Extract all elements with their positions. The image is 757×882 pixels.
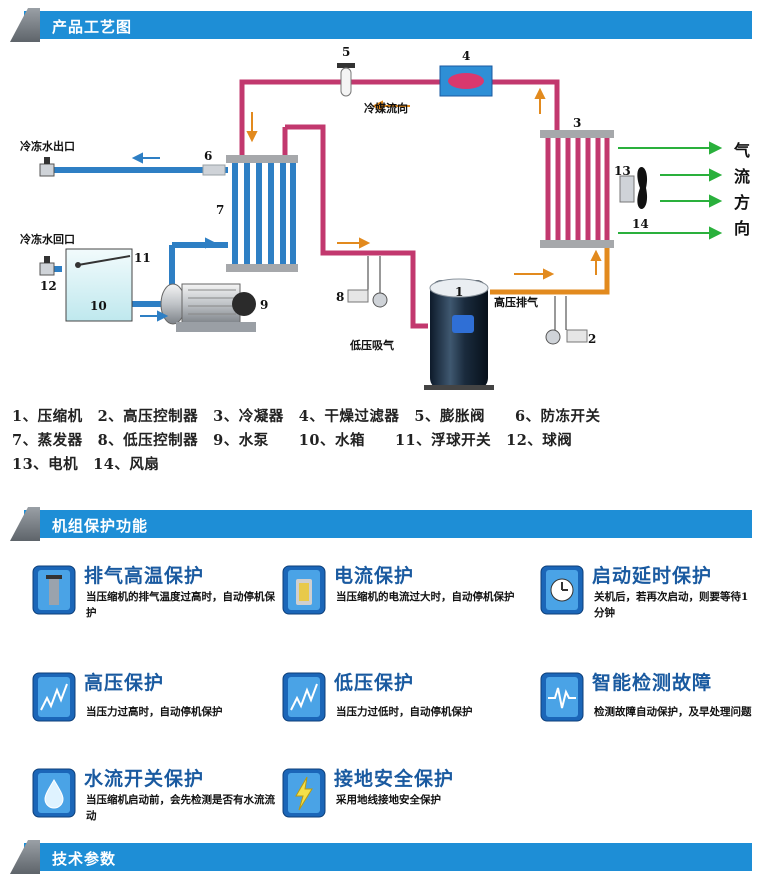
suction-pipe xyxy=(285,124,428,329)
label-2: 2 xyxy=(588,332,596,346)
section-header-specs: 技术参数 xyxy=(10,840,752,874)
feature-desc: 关机后，若再次启动，则要等待1分钟 xyxy=(594,591,749,619)
water-pump xyxy=(160,283,256,332)
feature-title: 接地安全保护 xyxy=(334,768,455,790)
feature-desc: 当压缩机的电流过大时，自动停机保护 xyxy=(336,591,515,603)
condenser xyxy=(540,130,614,248)
feature-desc: 当压力过低时，自动停机保护 xyxy=(336,706,473,718)
refrigerant-pipe xyxy=(239,79,560,329)
label-9: 9 xyxy=(260,298,268,312)
process-diagram: 1 2 3 4 5 6 7 8 9 10 11 12 13 14 冷冻水出口 冷… xyxy=(20,45,750,390)
air-flow-char-3: 方 xyxy=(734,193,750,212)
label-6: 6 xyxy=(204,149,212,163)
section-header-process: 产品工艺图 xyxy=(10,8,752,42)
legend-line-2: 7、蒸发器 8、低压控制器 9、水泵 10、水箱 11、浮球开关 12、球阀 xyxy=(12,432,573,449)
temperature-icon xyxy=(32,565,76,615)
high-pressure-icon xyxy=(32,672,76,722)
feature-water-flow: 水流开关保护 当压缩机启动前，会先检测是否有水流流动 xyxy=(32,768,275,838)
fan-motor xyxy=(619,167,648,209)
evaporator xyxy=(226,155,298,272)
current-icon xyxy=(282,565,326,615)
feature-title: 智能检测故障 xyxy=(592,672,713,694)
feature-desc: 当压力过高时，自动停机保护 xyxy=(86,706,223,718)
air-flow-char-4: 向 xyxy=(734,219,750,238)
feature-desc: 当压缩机启动前，会先检测是否有水流流动 xyxy=(86,794,275,822)
expansion-valve xyxy=(337,63,355,97)
ball-valve xyxy=(39,256,55,276)
feature-start-delay: 启动延时保护 关机后，若再次启动，则要等待1分钟 xyxy=(540,565,757,635)
feature-title: 启动延时保护 xyxy=(592,565,713,587)
label-10: 10 xyxy=(90,299,107,313)
section-header-protection: 机组保护功能 xyxy=(10,507,752,541)
feature-desc: 当压缩机的排气温度过高时，自动停机保护 xyxy=(86,591,275,619)
air-flow-char-1: 气 xyxy=(733,141,750,160)
label-13: 13 xyxy=(614,164,631,178)
flow-arrows xyxy=(131,87,723,322)
feature-current: 电流保护 当压缩机的电流过大时，自动停机保护 xyxy=(282,565,522,635)
dryer-filter xyxy=(439,65,493,97)
label-12: 12 xyxy=(40,279,57,293)
low-pressure-controller xyxy=(347,256,388,308)
air-flow-char-2: 流 xyxy=(734,167,750,186)
lightning-icon xyxy=(282,768,326,818)
water-tank xyxy=(65,248,133,322)
low-pressure-icon xyxy=(282,672,326,722)
feature-title: 低压保护 xyxy=(334,672,415,694)
label-8: 8 xyxy=(336,290,344,304)
section-title: 技术参数 xyxy=(52,850,117,868)
feature-desc: 检测故障自动保护，及早处理问题 xyxy=(594,706,752,718)
chilled-water-out-label: 冷冻水出口 xyxy=(20,139,75,153)
feature-low-pressure: 低压保护 当压力过低时，自动停机保护 xyxy=(282,672,522,742)
legend-line-3: 13、电机 14、风扇 xyxy=(12,456,160,473)
discharge-pipe xyxy=(490,246,610,295)
label-11: 11 xyxy=(134,251,151,265)
feature-high-pressure: 高压保护 当压力过高时，自动停机保护 xyxy=(32,672,272,742)
legend-line-1: 1、压缩机 2、高压控制器 3、冷凝器 4、干燥过滤器 5、膨胀阀 6、防冻开关 xyxy=(12,408,601,425)
antifreeze-switch xyxy=(202,164,226,176)
clock-icon xyxy=(540,565,584,615)
feature-exhaust-temp: 排气高温保护 当压缩机的排气温度过高时，自动停机保护 xyxy=(32,565,275,635)
section-title: 机组保护功能 xyxy=(52,517,149,535)
low-pressure-suction-label: 低压吸气 xyxy=(349,338,394,352)
high-pressure-discharge-label: 高压排气 xyxy=(494,295,538,309)
outlet-valve xyxy=(39,157,55,177)
section-title: 产品工艺图 xyxy=(52,18,133,36)
label-5: 5 xyxy=(342,45,350,59)
feature-title: 水流开关保护 xyxy=(84,768,205,790)
compressor xyxy=(424,278,494,390)
feature-fault-detection: 智能检测故障 检测故障自动保护，及早处理问题 xyxy=(540,672,757,742)
label-3: 3 xyxy=(573,116,581,130)
feature-title: 高压保护 xyxy=(84,672,165,694)
feature-desc: 采用地线接地安全保护 xyxy=(336,794,441,806)
label-7: 7 xyxy=(216,203,224,217)
feature-title: 电流保护 xyxy=(334,565,415,587)
water-drop-icon xyxy=(32,768,76,818)
chilled-water-in-label: 冷冻水回口 xyxy=(20,232,75,246)
label-1: 1 xyxy=(455,285,463,299)
label-14: 14 xyxy=(632,217,649,231)
high-pressure-controller xyxy=(545,296,588,345)
feature-grounding: 接地安全保护 采用地线接地安全保护 xyxy=(282,768,522,838)
pulse-icon xyxy=(540,672,584,722)
feature-title: 排气高温保护 xyxy=(84,565,205,587)
refrigerant-flow-label: 冷媒流向 xyxy=(364,101,408,115)
label-4: 4 xyxy=(462,49,470,63)
